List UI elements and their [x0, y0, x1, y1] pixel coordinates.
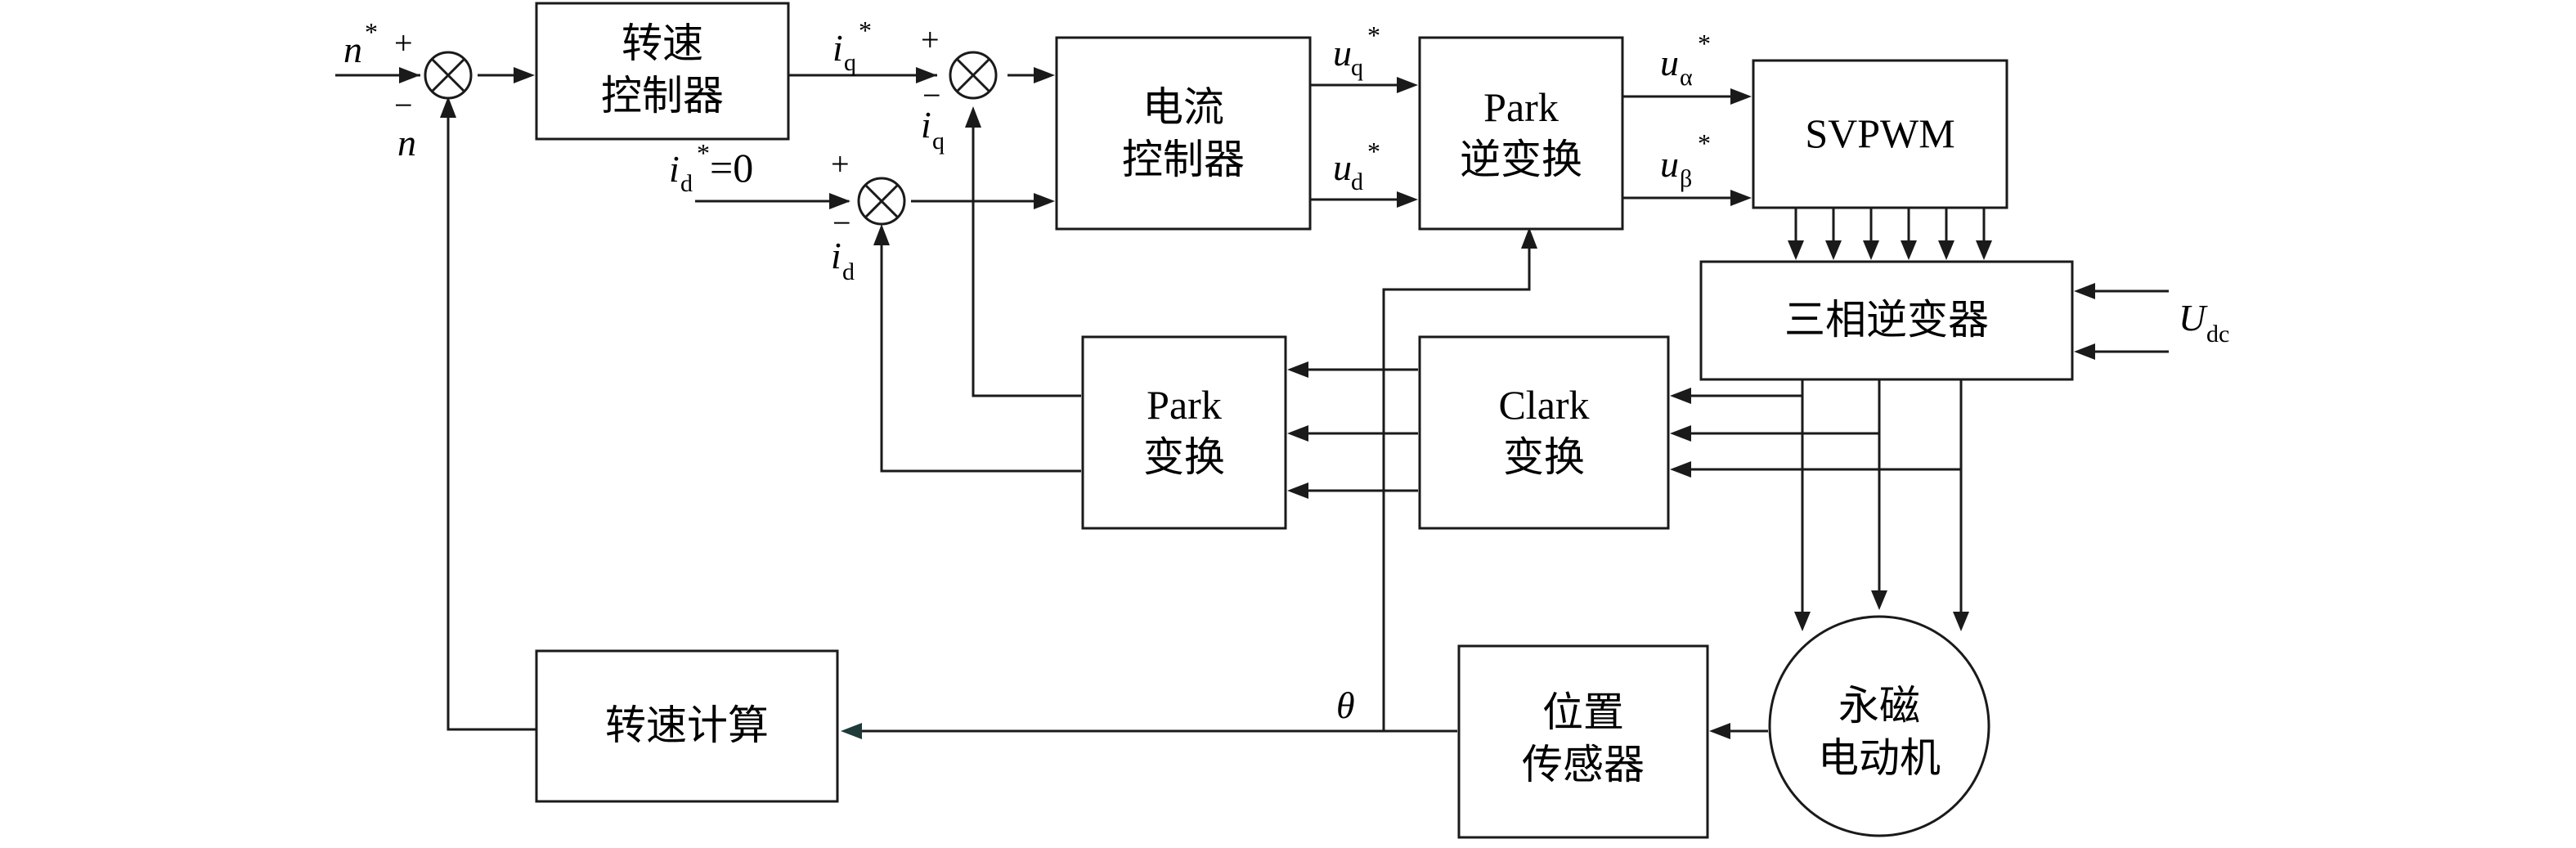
- block-speed-controller: 转速 控制器: [535, 2, 790, 141]
- position-sensor-line1: 位置: [1542, 689, 1624, 736]
- inverse-park-line1: Park: [1483, 84, 1559, 130]
- signal-wires: [335, 74, 2169, 733]
- label-udc: U dc: [2179, 297, 2229, 348]
- sign-plus-id: +: [831, 146, 850, 182]
- svg-text:u: u: [1660, 143, 1679, 185]
- label-ud-ref: u d *: [1333, 137, 1380, 195]
- label-ualpha-ref: u α *: [1660, 29, 1711, 91]
- svg-text:i: i: [669, 148, 680, 190]
- motor-line2: 电动机: [1818, 734, 1941, 782]
- speed-controller-line2: 控制器: [601, 72, 724, 119]
- arrowheads: [399, 67, 2095, 739]
- svg-text:d: d: [842, 258, 855, 285]
- svg-text:β: β: [1680, 165, 1692, 192]
- svg-text:=0: =0: [710, 145, 753, 191]
- clark-line2: 变换: [1503, 433, 1585, 481]
- motor-line1: 永磁: [1838, 682, 1920, 729]
- sign-minus-speed: −: [394, 87, 413, 123]
- label-theta: θ: [1336, 684, 1355, 726]
- clark-line1: Clark: [1498, 382, 1589, 428]
- svg-text:d: d: [680, 170, 693, 197]
- svg-text:*: *: [1698, 128, 1711, 158]
- block-clark: Clark 变换: [1418, 335, 1670, 530]
- sign-minus-id: −: [832, 204, 851, 241]
- park-line2: 变换: [1143, 433, 1225, 481]
- park-line1: Park: [1147, 382, 1222, 428]
- current-controller-line1: 电流: [1142, 83, 1224, 131]
- sum-junction-id: [857, 177, 906, 226]
- speed-calc-label: 转速计算: [605, 702, 769, 749]
- label-id-ref: i d * =0: [669, 138, 753, 197]
- label-n-feedback: n: [397, 122, 416, 164]
- label-uq-ref: u q *: [1333, 20, 1380, 81]
- block-inverse-park: Park 逆变换: [1418, 36, 1624, 231]
- sign-minus-iq: −: [922, 77, 941, 114]
- sum-junction-iq: [949, 51, 998, 100]
- label-iq-feedback: i q: [921, 104, 945, 155]
- label-id-feedback: i d: [831, 235, 855, 285]
- block-position-sensor: 位置 传感器: [1457, 644, 1709, 839]
- sign-plus-speed: +: [394, 25, 413, 61]
- svg-text:*: *: [1367, 20, 1380, 50]
- svg-text:U: U: [2179, 297, 2208, 339]
- block-speed-calc: 转速计算: [535, 649, 839, 803]
- block-svpwm: SVPWM: [1752, 59, 2008, 209]
- svg-text:q: q: [1351, 54, 1363, 81]
- position-sensor-line2: 传感器: [1522, 741, 1645, 788]
- inverter-label: 三相逆变器: [1784, 296, 1989, 343]
- svg-text:i: i: [921, 104, 931, 146]
- svg-text:n: n: [343, 29, 362, 70]
- svg-text:*: *: [859, 16, 872, 45]
- svg-text:q: q: [932, 128, 945, 155]
- svg-text:i: i: [831, 235, 841, 276]
- svg-text:α: α: [1680, 64, 1693, 91]
- block-inverter: 三相逆变器: [1699, 260, 2074, 381]
- label-n-ref: n *: [343, 17, 378, 70]
- svg-text:u: u: [1333, 32, 1352, 74]
- block-current-controller: 电流 控制器: [1055, 36, 1312, 231]
- speed-controller-line1: 转速: [622, 20, 703, 67]
- svg-text:θ: θ: [1336, 684, 1355, 726]
- svg-text:q: q: [844, 49, 856, 76]
- svg-text:u: u: [1660, 42, 1679, 83]
- svg-text:u: u: [1333, 146, 1352, 188]
- sign-plus-iq: +: [921, 21, 940, 58]
- label-iq-ref: i q *: [832, 16, 872, 76]
- svg-text:*: *: [697, 138, 710, 168]
- current-controller-line2: 控制器: [1122, 136, 1245, 183]
- svg-text:*: *: [1367, 137, 1380, 166]
- block-motor: 永磁 电动机: [1768, 615, 1990, 837]
- inverse-park-line2: 逆变换: [1460, 136, 1582, 183]
- svpwm-label: SVPWM: [1805, 110, 1954, 156]
- svg-text:d: d: [1351, 168, 1363, 195]
- block-park: Park 变换: [1081, 335, 1287, 530]
- svg-text:dc: dc: [2206, 321, 2229, 348]
- svg-text:*: *: [365, 17, 378, 47]
- svg-text:*: *: [1698, 29, 1711, 58]
- sum-junction-speed: [424, 51, 473, 100]
- label-ubeta-ref: u β *: [1660, 128, 1711, 192]
- svg-text:n: n: [397, 122, 416, 164]
- svg-text:i: i: [832, 27, 843, 69]
